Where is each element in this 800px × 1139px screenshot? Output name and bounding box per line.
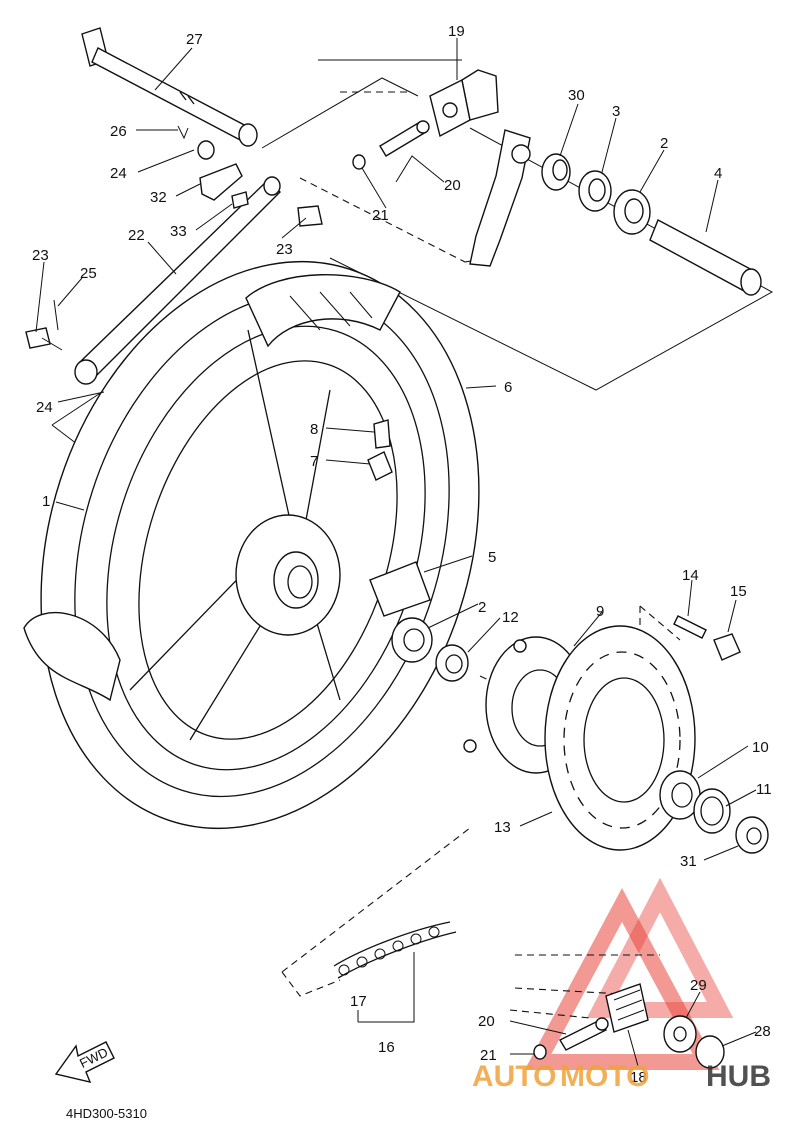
callout-8: 8 bbox=[310, 421, 318, 438]
callout-10: 10 bbox=[752, 739, 769, 756]
callout-30: 30 bbox=[568, 87, 585, 104]
callout-33: 33 bbox=[170, 223, 187, 240]
callout-21-upper: 21 bbox=[372, 207, 389, 224]
watermark-moto: MOTO bbox=[560, 1060, 649, 1093]
forward-direction-arrow: FWD bbox=[54, 1041, 115, 1083]
callout-5: 5 bbox=[488, 549, 496, 566]
callout-19: 19 bbox=[448, 23, 465, 40]
callout-4: 4 bbox=[714, 165, 722, 182]
callout-29: 29 bbox=[690, 977, 707, 994]
callout-22: 22 bbox=[128, 227, 145, 244]
callout-18: 18 bbox=[630, 1069, 647, 1086]
automotohub-watermark bbox=[524, 877, 734, 1070]
watermark-text: AUTO MOTO HUB bbox=[472, 1060, 771, 1093]
callout-32: 32 bbox=[150, 189, 167, 206]
callout-2-upper: 2 bbox=[660, 135, 668, 152]
callout-20-upper: 20 bbox=[444, 177, 461, 194]
callout-21-lower: 21 bbox=[480, 1047, 497, 1064]
leader-lines bbox=[35, 38, 757, 1067]
callout-28: 28 bbox=[754, 1023, 771, 1040]
chain-adjuster-upper bbox=[352, 69, 499, 170]
callout-23-left: 23 bbox=[32, 247, 49, 264]
watermark-triangle-inner bbox=[586, 877, 734, 1018]
callout-3: 3 bbox=[612, 103, 620, 120]
callout-27: 27 bbox=[186, 31, 203, 48]
callout-6: 6 bbox=[504, 379, 512, 396]
watermark-hub: HUB bbox=[706, 1060, 771, 1093]
callout-13: 13 bbox=[494, 819, 511, 836]
callout-24-lower: 24 bbox=[36, 399, 53, 416]
callout-26: 26 bbox=[110, 123, 127, 140]
callout-numbers: 27 19 30 3 2 4 26 24 32 20 21 33 23 22 2… bbox=[32, 23, 772, 1086]
brake-torque-arm bbox=[469, 129, 531, 267]
callout-25: 25 bbox=[80, 265, 97, 282]
callout-15: 15 bbox=[730, 583, 747, 600]
sprocket-fasteners bbox=[673, 615, 741, 661]
callout-24-upper: 24 bbox=[110, 165, 127, 182]
watermark-triangle-outer bbox=[524, 888, 720, 1070]
rear-sprocket-13 bbox=[544, 625, 696, 851]
left-bearing-and-collar bbox=[391, 617, 469, 682]
right-side-spacers bbox=[541, 153, 762, 296]
callout-2-lower: 2 bbox=[478, 599, 486, 616]
watermark-auto: AUTO bbox=[472, 1060, 556, 1093]
callout-20-lower: 20 bbox=[478, 1013, 495, 1030]
callout-14: 14 bbox=[682, 567, 699, 584]
callout-12: 12 bbox=[502, 609, 519, 626]
rear-tire-and-wheel bbox=[23, 260, 480, 830]
callout-7: 7 bbox=[310, 453, 318, 470]
diagram-code: 4HD300-5310 bbox=[66, 1106, 147, 1121]
callout-16: 16 bbox=[378, 1039, 395, 1056]
chain-adjuster-lower bbox=[533, 983, 725, 1069]
callout-11: 11 bbox=[756, 781, 772, 798]
drive-chain bbox=[333, 921, 457, 1023]
callout-31: 31 bbox=[680, 853, 697, 870]
callout-1: 1 bbox=[42, 493, 50, 510]
axle-27 bbox=[81, 27, 258, 147]
callout-17: 17 bbox=[350, 993, 367, 1010]
callout-23-mid: 23 bbox=[276, 241, 293, 258]
callout-9: 9 bbox=[596, 603, 604, 620]
sprocket-side-bearings bbox=[659, 770, 769, 854]
